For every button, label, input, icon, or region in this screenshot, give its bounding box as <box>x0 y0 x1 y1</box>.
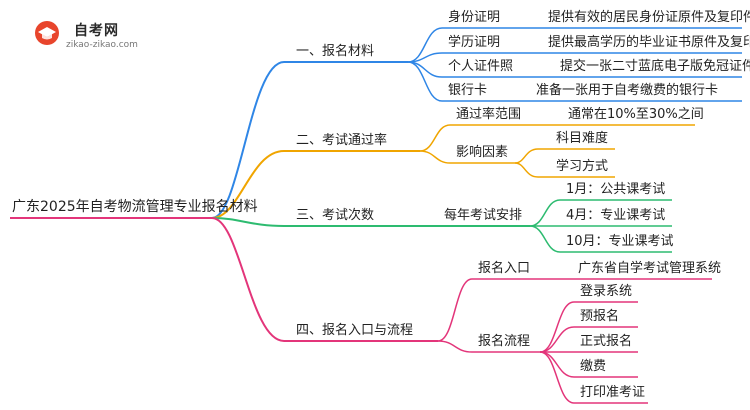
node-formal-registration: 正式报名 <box>580 334 633 349</box>
node-login-system: 登录系统 <box>580 284 633 299</box>
graduation-cap-icon <box>35 21 59 45</box>
node-id-proof: 身份证明 <box>448 10 501 25</box>
branch-registration-materials: 一、报名材料 <box>296 44 375 59</box>
node-pass-rate-range: 通过率范围 <box>456 107 522 122</box>
node-registration-process: 报名流程 <box>478 334 531 349</box>
node-annual-schedule: 每年考试安排 <box>444 208 523 223</box>
node-pass-rate-range-detail: 通常在10%至30%之间 <box>568 107 704 122</box>
node-april-exam: 4月：专业课考试 <box>566 208 666 223</box>
node-payment: 缴费 <box>580 359 607 374</box>
node-id-photo-detail: 提交一张二寸蓝底电子版免冠证件照 <box>560 59 750 74</box>
node-subject-difficulty: 科目难度 <box>556 131 609 146</box>
branch-pass-rate: 二、考试通过率 <box>296 133 388 148</box>
logo-url: zikao-zikao.com <box>66 40 138 50</box>
node-october-exam: 10月：专业课考试 <box>566 234 674 249</box>
node-registration-entry: 报名入口 <box>478 261 531 276</box>
node-study-method: 学习方式 <box>556 159 609 174</box>
node-registration-entry-detail: 广东省自学考试管理系统 <box>578 261 722 276</box>
node-id-photo: 个人证件照 <box>448 59 514 74</box>
site-logo[interactable]: 自考网 zikao-zikao.com <box>22 14 162 54</box>
node-print-admission-ticket: 打印准考证 <box>580 385 646 400</box>
mindmap-root: 广东2025年自考物流管理专业报名材料 <box>12 199 258 215</box>
node-bank-card: 银行卡 <box>448 83 488 98</box>
node-pre-registration: 预报名 <box>580 309 620 324</box>
node-education-proof-detail: 提供最高学历的毕业证书原件及复印件 <box>548 35 750 50</box>
node-education-proof: 学历证明 <box>448 35 501 50</box>
branch-entry-and-process: 四、报名入口与流程 <box>296 323 414 338</box>
node-january-exam: 1月：公共课考试 <box>566 182 666 197</box>
node-id-proof-detail: 提供有效的居民身份证原件及复印件 <box>548 10 750 25</box>
branch-exam-times: 三、考试次数 <box>296 208 375 223</box>
node-influencing-factors: 影响因素 <box>456 145 509 160</box>
logo-name: 自考网 <box>74 23 119 39</box>
node-bank-card-detail: 准备一张用于自考缴费的银行卡 <box>536 83 719 98</box>
